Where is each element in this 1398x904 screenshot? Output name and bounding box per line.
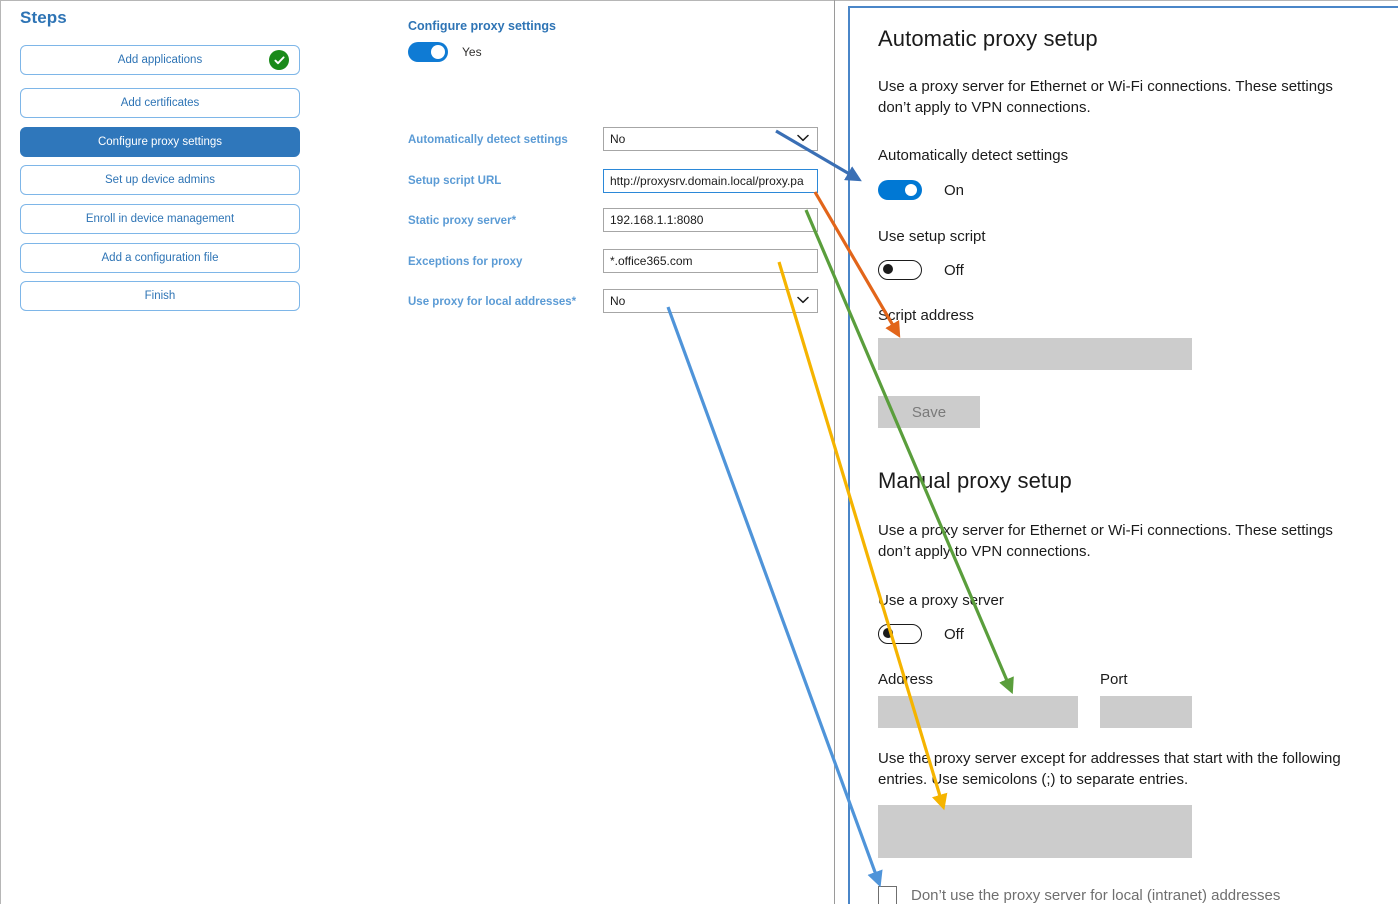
- input-address[interactable]: [878, 696, 1078, 728]
- use-a-proxy-server-state: Off: [944, 625, 964, 643]
- input-value: http://proxysrv.domain.local/proxy.pa: [610, 174, 804, 188]
- configure-proxy-settings-toggle-label: Yes: [462, 45, 482, 59]
- step-item-label: Set up device admins: [105, 174, 215, 186]
- use-a-proxy-server-toggle[interactable]: [878, 624, 922, 644]
- toggle-knob: [883, 628, 893, 638]
- automatic-proxy-setup-description: Use a proxy server for Ethernet or Wi-Fi…: [878, 78, 1333, 116]
- label-use-setup-script: Use setup script: [878, 228, 986, 245]
- label-static-proxy-server: Static proxy server*: [408, 215, 517, 227]
- use-a-proxy-server-toggle-row: Off: [878, 624, 964, 644]
- save-button[interactable]: Save: [878, 396, 980, 428]
- select-value: No: [610, 132, 626, 146]
- step-item-set-up-device-admins[interactable]: Set up device admins: [20, 165, 300, 195]
- select-value: No: [610, 294, 626, 308]
- configure-proxy-settings-toggle-row: Yes: [408, 42, 482, 62]
- toggle-knob: [431, 45, 445, 59]
- windows-proxy-settings-panel: Automatic proxy setup Use a proxy server…: [848, 6, 1398, 904]
- input-port[interactable]: [1100, 696, 1192, 728]
- label-port: Port: [1100, 671, 1128, 688]
- chevron-down-icon: [797, 296, 809, 307]
- step-item-finish[interactable]: Finish: [20, 281, 300, 311]
- step-item-label: Enroll in device management: [85, 213, 235, 225]
- input-script-address[interactable]: [878, 338, 1192, 370]
- step-item-label: Add applications: [117, 54, 203, 66]
- input-setup-script-url[interactable]: http://proxysrv.domain.local/proxy.pa: [603, 169, 818, 193]
- step-item-add-a-configuration-file[interactable]: Add a configuration file: [20, 243, 300, 273]
- toggle-knob: [883, 264, 893, 274]
- bypass-local-addresses-row: Don’t use the proxy server for local (in…: [878, 886, 1280, 904]
- step-item-add-applications[interactable]: Add applications: [20, 45, 300, 75]
- automatic-proxy-setup-heading: Automatic proxy setup: [878, 26, 1098, 51]
- steps-panel: Steps Add applications Add certificates …: [0, 0, 330, 904]
- save-button-label: Save: [911, 403, 947, 421]
- step-item-label: Add a configuration file: [101, 252, 219, 264]
- use-setup-script-toggle[interactable]: [878, 260, 922, 280]
- manual-proxy-setup-heading: Manual proxy setup: [878, 468, 1072, 493]
- required-marker: *: [571, 296, 577, 308]
- input-exceptions-for-proxy[interactable]: *.office365.com: [603, 249, 818, 273]
- input-value: *.office365.com: [610, 254, 693, 268]
- input-proxy-exceptions[interactable]: [878, 805, 1192, 858]
- step-item-add-certificates[interactable]: Add certificates: [20, 88, 300, 118]
- select-automatically-detect-settings[interactable]: No: [603, 127, 818, 151]
- automatically-detect-settings-toggle-row: On: [878, 180, 964, 200]
- proxy-form-panel: Configure proxy settings Yes Automatical…: [330, 0, 834, 904]
- label-exceptions-for-proxy: Exceptions for proxy: [408, 256, 523, 268]
- configure-proxy-settings-toggle[interactable]: [408, 42, 448, 62]
- chevron-down-icon: [797, 134, 809, 145]
- manual-proxy-setup-description: Use a proxy server for Ethernet or Wi-Fi…: [878, 522, 1333, 560]
- step-item-label: Add certificates: [120, 97, 200, 109]
- step-item-configure-proxy-settings[interactable]: Configure proxy settings: [20, 127, 300, 157]
- use-setup-script-toggle-row: Off: [878, 260, 964, 280]
- proxy-exceptions-description: Use the proxy server except for addresse…: [878, 750, 1341, 788]
- input-value: 192.168.1.1:8080: [610, 213, 704, 227]
- panel-divider: [834, 0, 835, 904]
- label-use-proxy-for-local-addresses: Use proxy for local addresses*: [408, 296, 577, 308]
- checkbox-icon[interactable]: [878, 886, 897, 904]
- automatically-detect-settings-state: On: [944, 181, 965, 199]
- label-use-a-proxy-server: Use a proxy server: [878, 592, 1004, 609]
- check-circle-icon: [269, 50, 289, 70]
- use-setup-script-state: Off: [944, 261, 964, 279]
- toggle-knob: [905, 184, 917, 196]
- required-marker: *: [511, 215, 517, 227]
- step-item-enroll-in-device-management[interactable]: Enroll in device management: [20, 204, 300, 234]
- label-automatically-detect-settings: Automatically detect settings: [408, 134, 568, 146]
- steps-panel-title: Steps: [20, 8, 67, 27]
- input-static-proxy-server[interactable]: 192.168.1.1:8080: [603, 208, 818, 232]
- automatically-detect-settings-toggle[interactable]: [878, 180, 922, 200]
- bypass-local-addresses-label: Don’t use the proxy server for local (in…: [911, 887, 1281, 904]
- label-automatically-detect-settings: Automatically detect settings: [878, 147, 1069, 164]
- label-address: Address: [878, 671, 934, 688]
- form-heading: Configure proxy settings: [408, 19, 556, 33]
- step-item-label: Finish: [144, 290, 176, 302]
- label-setup-script-url: Setup script URL: [408, 175, 502, 187]
- select-use-proxy-for-local-addresses[interactable]: No: [603, 289, 818, 313]
- label-script-address: Script address: [878, 307, 974, 324]
- step-item-label: Configure proxy settings: [97, 136, 222, 148]
